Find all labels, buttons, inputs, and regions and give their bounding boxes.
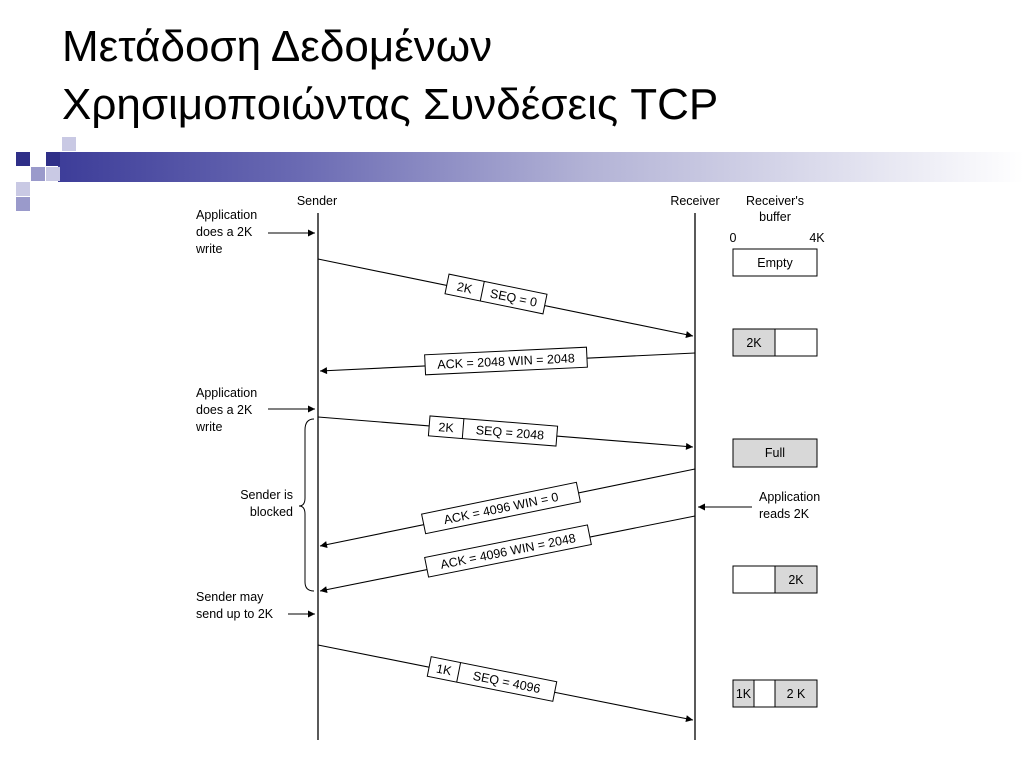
svg-text:Full: Full [765, 446, 785, 460]
slide-title-line2: Χρησιμοποιώντας Συνδέσεις TCP [62, 80, 719, 129]
decorative-gradient-bar [58, 152, 1024, 182]
message-label: ACK = 2048 WIN = 2048 [437, 351, 575, 371]
buffer-state-2k-free: 2K [732, 565, 818, 594]
svg-text:2K: 2K [788, 573, 804, 587]
message-size: 2K [456, 280, 474, 297]
svg-text:Empty: Empty [757, 256, 793, 270]
receiver-label: Receiver [670, 194, 719, 208]
buffer-state-full: Full [732, 438, 818, 468]
buffer-state-1k-2k: 1K 2 K [732, 679, 818, 708]
svg-text:Sender is: Sender is [240, 488, 293, 502]
message-label: SEQ = 2048 [475, 423, 544, 442]
buffer-state-empty: Empty [732, 248, 818, 277]
note-sender-blocked: Sender is blocked [240, 418, 315, 592]
message-ack-2048-win-2048: ACK = 2048 WIN = 2048 [319, 346, 696, 376]
sender-label: Sender [297, 194, 337, 208]
svg-text:2K: 2K [746, 336, 762, 350]
message-data-seq-0: 2K SEQ = 0 [317, 258, 694, 339]
message-data-seq-2048: 2K SEQ = 2048 [317, 415, 694, 450]
svg-text:write: write [195, 420, 222, 434]
svg-text:reads 2K: reads 2K [759, 507, 810, 521]
svg-text:Sender may: Sender may [196, 590, 264, 604]
slide-title: Μετάδοση Δεδομένων Χρησιμοποιώντας Συνδέ… [62, 18, 1002, 134]
slide-title-line1: Μετάδοση Δεδομένων [62, 22, 493, 71]
buffer-state-2k: 2K [732, 328, 818, 357]
message-size: 2K [438, 420, 455, 435]
svg-text:does a 2K: does a 2K [196, 403, 253, 417]
note-app-reads: Application reads 2K [698, 490, 820, 521]
svg-text:Application: Application [196, 208, 257, 222]
receiver-buffer-label-line1: Receiver's [746, 194, 804, 208]
note-app-write-2: Application does a 2K write [195, 386, 315, 434]
svg-text:blocked: blocked [250, 505, 293, 519]
svg-text:1K: 1K [736, 687, 752, 701]
message-size: 1K [435, 662, 453, 679]
svg-text:send up to 2K: send up to 2K [196, 607, 274, 621]
blocked-brace [298, 418, 315, 592]
svg-text:Application: Application [196, 386, 257, 400]
svg-text:does a 2K: does a 2K [196, 225, 253, 239]
note-sender-may-send: Sender may send up to 2K [196, 590, 315, 621]
message-ack-4096-win-0: ACK = 4096 WIN = 0 [319, 468, 696, 549]
svg-text:Application: Application [759, 490, 820, 504]
message-data-seq-4096: 1K SEQ = 4096 [317, 644, 694, 723]
message-ack-4096-win-2048: ACK = 4096 WIN = 2048 [319, 515, 696, 594]
buffer-scale-start: 0 [730, 231, 737, 245]
receiver-buffer-label-line2: buffer [759, 210, 791, 224]
svg-text:write: write [195, 242, 222, 256]
buffer-scale-end: 4K [809, 231, 825, 245]
svg-text:2 K: 2 K [787, 687, 806, 701]
note-app-write-1: Application does a 2K write [195, 208, 315, 256]
